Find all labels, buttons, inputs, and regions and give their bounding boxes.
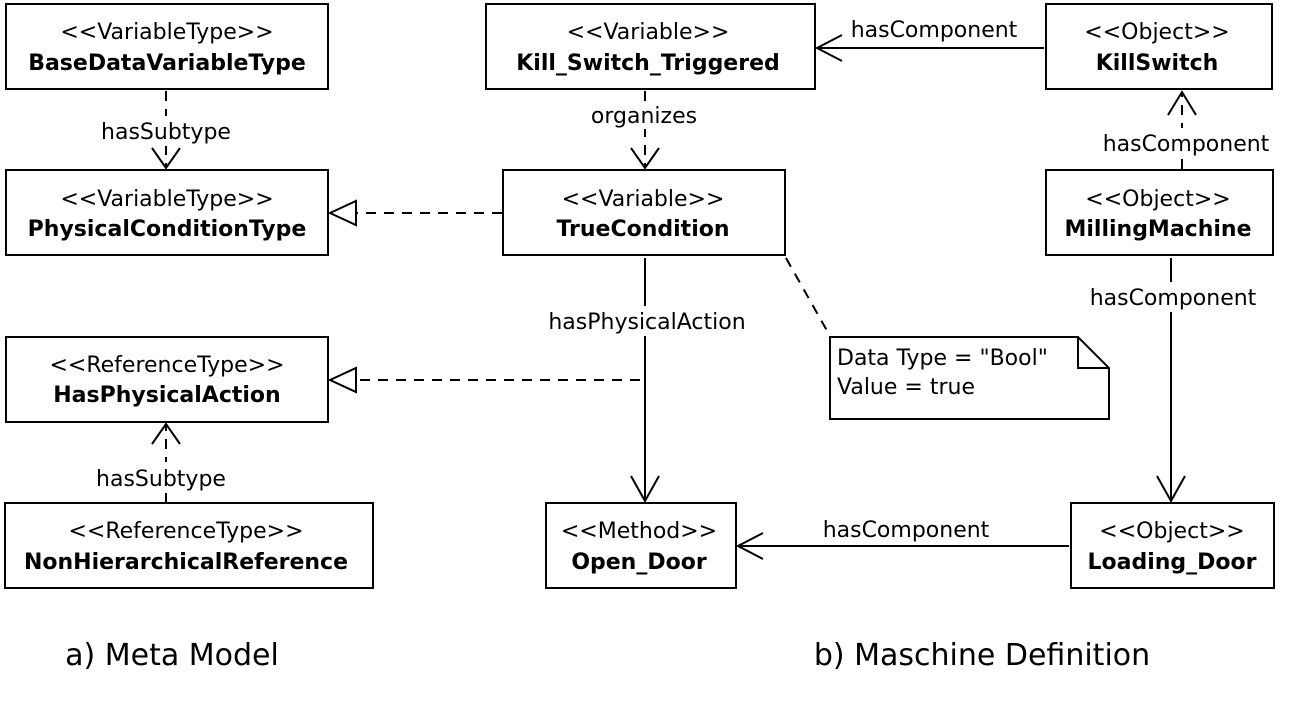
note-truecondition: Data Type = "Bool" Value = true bbox=[829, 336, 1110, 420]
stereotype-label: <<Object>> bbox=[1084, 20, 1229, 45]
edge-typedef-hasphysicalaction bbox=[327, 366, 640, 394]
edge-organizes: organizes bbox=[582, 91, 708, 170]
edge-hascomponent-milling-to-killswitch: hasComponent bbox=[1094, 90, 1276, 169]
edge-label-hassubtype-2: hasSubtype bbox=[96, 467, 226, 492]
stereotype-label: <<ReferenceType>> bbox=[68, 519, 303, 544]
edge-hasphysicalaction: hasPhysicalAction bbox=[538, 258, 756, 504]
node-name: HasPhysicalAction bbox=[53, 383, 280, 408]
edge-hascomponent-loading-to-opendoor: hasComponent bbox=[735, 518, 1069, 560]
node-base-data-variable-type[interactable]: <<VariableType>> BaseDataVariableType bbox=[5, 3, 329, 90]
caption-machine-definition: b) Maschine Definition bbox=[814, 638, 1150, 673]
stereotype-label: <<Variable>> bbox=[562, 187, 725, 212]
stereotype-label: <<VariableType>> bbox=[60, 20, 273, 45]
note-line-datatype: Data Type = "Bool" bbox=[837, 346, 1048, 371]
node-has-physical-action[interactable]: <<ReferenceType>> HasPhysicalAction bbox=[5, 336, 329, 423]
note-line-value: Value = true bbox=[837, 375, 975, 400]
stereotype-label: <<Method>> bbox=[561, 519, 717, 544]
edge-hascomponent-killswitch: hasComponent bbox=[814, 18, 1044, 62]
edge-label-hascomponent-3: hasComponent bbox=[1090, 286, 1257, 311]
node-name: Kill_Switch_Triggered bbox=[516, 51, 780, 76]
node-name: MillingMachine bbox=[1064, 217, 1251, 242]
edge-label-hascomponent-4: hasComponent bbox=[823, 518, 990, 543]
node-name: Loading_Door bbox=[1087, 550, 1256, 575]
node-milling-machine[interactable]: <<Object>> MillingMachine bbox=[1045, 169, 1274, 256]
node-name: Open_Door bbox=[571, 550, 707, 575]
edge-label-hascomponent-2: hasComponent bbox=[1103, 132, 1270, 157]
stereotype-label: <<VariableType>> bbox=[60, 187, 273, 212]
node-name: TrueCondition bbox=[556, 217, 729, 242]
edge-label-hascomponent-1: hasComponent bbox=[851, 18, 1018, 43]
node-name: KillSwitch bbox=[1096, 51, 1219, 76]
edge-hascomponent-milling-to-loading: hasComponent bbox=[1082, 258, 1264, 504]
edge-hassubtype-base-to-physical: hasSubtype bbox=[92, 91, 240, 170]
node-name: BaseDataVariableType bbox=[28, 51, 306, 76]
node-physical-condition-type[interactable]: <<VariableType>> PhysicalConditionType bbox=[5, 169, 329, 256]
stereotype-label: <<Object>> bbox=[1085, 187, 1230, 212]
node-name: PhysicalConditionType bbox=[28, 217, 307, 242]
node-kill-switch-triggered[interactable]: <<Variable>> Kill_Switch_Triggered bbox=[485, 3, 816, 90]
node-name: NonHierarchicalReference bbox=[24, 550, 348, 575]
node-loading-door[interactable]: <<Object>> Loading_Door bbox=[1070, 502, 1275, 589]
note-anchor-line bbox=[785, 257, 831, 337]
node-kill-switch[interactable]: <<Object>> KillSwitch bbox=[1045, 3, 1273, 90]
edge-typedef-truecondition bbox=[327, 199, 502, 227]
edge-label-hasphysicalaction: hasPhysicalAction bbox=[548, 310, 745, 335]
caption-meta-model: a) Meta Model bbox=[65, 638, 279, 673]
node-non-hierarchical-reference[interactable]: <<ReferenceType>> NonHierarchicalReferen… bbox=[4, 502, 374, 589]
stereotype-label: <<Object>> bbox=[1099, 519, 1244, 544]
node-open-door[interactable]: <<Method>> Open_Door bbox=[545, 502, 737, 589]
edge-hassubtype-nonhier-to-hasphys: hasSubtype bbox=[88, 422, 244, 503]
edge-label-organizes: organizes bbox=[591, 104, 697, 129]
node-true-condition[interactable]: <<Variable>> TrueCondition bbox=[502, 169, 786, 256]
stereotype-label: <<Variable>> bbox=[567, 20, 730, 45]
edge-label-hassubtype-1: hasSubtype bbox=[101, 120, 231, 145]
stereotype-label: <<ReferenceType>> bbox=[49, 353, 284, 378]
